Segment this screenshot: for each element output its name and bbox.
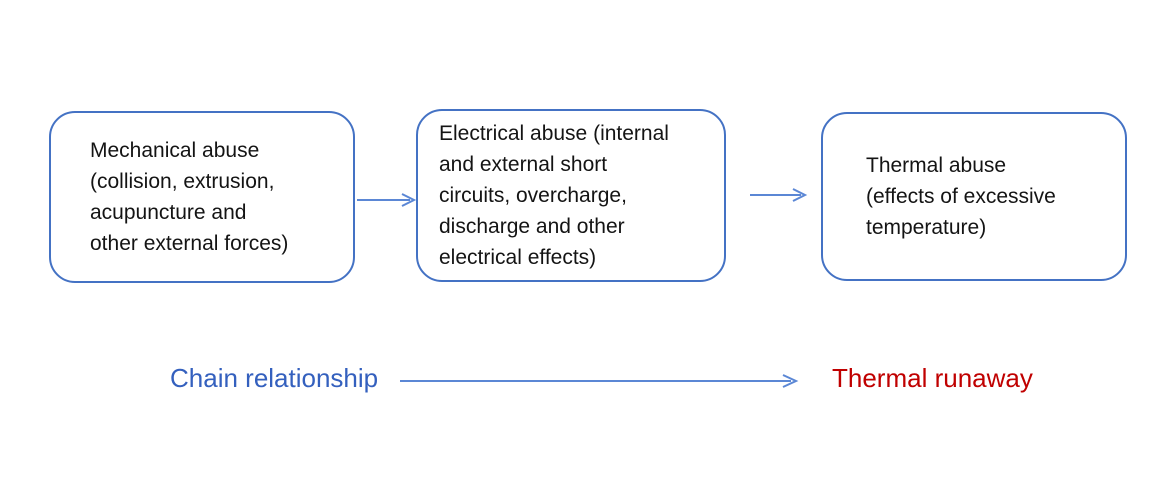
box-text-line: electrical effects) xyxy=(439,246,597,269)
arrow-head xyxy=(401,193,417,207)
right-arrow-icon xyxy=(357,193,417,207)
box-text-line: discharge and other xyxy=(439,215,625,238)
arrow-head xyxy=(792,188,808,202)
box-text-line: temperature) xyxy=(866,216,987,239)
box-text-line: other external forces) xyxy=(90,232,289,255)
box-text-line: (effects of excessive xyxy=(866,185,1056,208)
long-right-arrow-icon xyxy=(400,374,799,388)
box-text-line: and external short xyxy=(439,153,608,176)
electrical-abuse-box: Electrical abuse (internal and external … xyxy=(416,109,726,282)
box-text-line: Mechanical abuse xyxy=(90,139,260,162)
arrow-head xyxy=(782,374,799,388)
chain-relationship-label: Chain relationship xyxy=(170,363,379,393)
box-text-line: Electrical abuse (internal xyxy=(439,122,669,145)
box-text-line: (collision, extrusion, xyxy=(90,170,275,193)
box-text-line: Thermal abuse xyxy=(866,154,1007,177)
box-text-line: circuits, overcharge, xyxy=(439,184,627,207)
mechanical-abuse-box: Mechanical abuse (collision, extrusion, … xyxy=(49,111,355,283)
thermal-abuse-box: Thermal abuse (effects of excessive temp… xyxy=(821,112,1127,281)
right-arrow-icon xyxy=(750,188,808,202)
thermal-runaway-label: Thermal runaway xyxy=(832,363,1033,393)
box-text-line: acupuncture and xyxy=(90,201,247,224)
